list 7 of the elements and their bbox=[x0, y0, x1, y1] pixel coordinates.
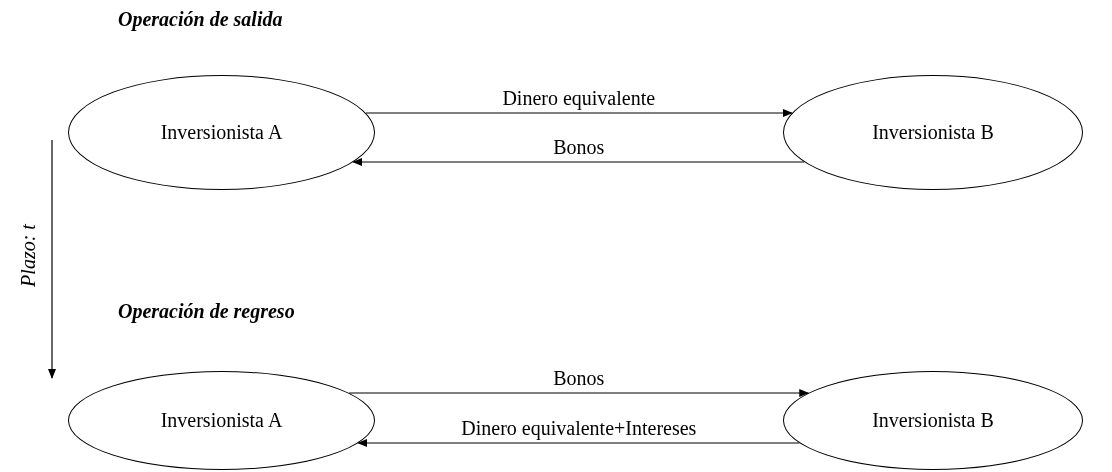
arrow bbox=[348, 389, 810, 397]
section-heading: Operación de regreso bbox=[118, 300, 295, 323]
section-heading: Operación de salida bbox=[118, 8, 283, 31]
arrow bbox=[357, 439, 800, 447]
arrow bbox=[352, 158, 805, 166]
duration-label: Plazo: t bbox=[16, 222, 40, 289]
arrow bbox=[365, 109, 793, 117]
